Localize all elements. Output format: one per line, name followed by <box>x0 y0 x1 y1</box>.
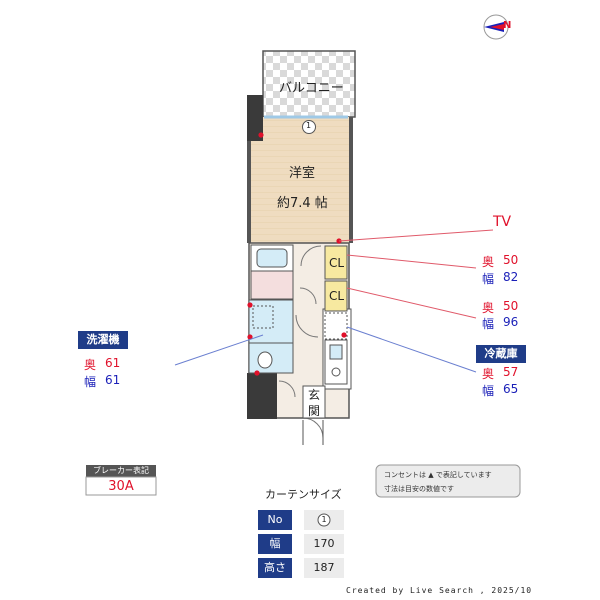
bathtub <box>256 248 288 268</box>
tv-leader <box>338 229 494 242</box>
curtain-height-value: 187 <box>313 561 335 574</box>
washer-depth-label: 奥 <box>84 358 97 372</box>
closet-lower-depth-label: 奥 <box>482 301 495 315</box>
curtain-no-value: 1 <box>321 515 327 524</box>
outlet-marker <box>254 370 260 376</box>
breaker-value: 30A <box>108 479 134 494</box>
closet-lower-leader <box>346 287 477 319</box>
door-swing-3 <box>295 314 319 338</box>
closet-label-lower: CL <box>329 289 345 303</box>
fridge-leader <box>346 326 477 373</box>
tv-label: TV <box>493 214 512 230</box>
compass-icon <box>483 14 509 40</box>
wall-left <box>247 141 251 243</box>
closet-label-upper: CL <box>329 256 345 270</box>
washer-width-label: 幅 <box>84 375 97 389</box>
closet-upper-box <box>324 245 348 280</box>
fridge-depth-value: 57 <box>503 365 519 379</box>
outlet-marker <box>247 334 253 340</box>
outlet-marker <box>247 302 253 308</box>
legend-box <box>375 464 521 498</box>
wall-left-bottom <box>247 373 277 419</box>
closet-upper-width-value: 82 <box>503 270 519 284</box>
washer-depth-value: 61 <box>105 356 121 370</box>
balcony-label: バルコニー <box>279 81 344 96</box>
fridge-depth-label: 奥 <box>482 367 495 381</box>
closet-lower-width-label: 幅 <box>482 317 495 331</box>
stove <box>331 367 341 377</box>
closet-upper-depth-value: 50 <box>503 253 519 267</box>
washer-space <box>252 305 274 329</box>
door-swing-4 <box>278 380 296 398</box>
washer-width-value: 61 <box>105 373 121 387</box>
closet-upper-leader <box>346 254 477 269</box>
closet-lower-width-value: 96 <box>503 315 519 329</box>
breaker-label: ブレーカー表記 <box>93 466 149 475</box>
entrance-label-1: 玄 <box>308 388 321 402</box>
fridge-width-label: 幅 <box>482 384 495 398</box>
main-room-label: 洋室 <box>289 166 316 181</box>
closet-upper-width-label: 幅 <box>482 272 495 286</box>
balcony-area <box>262 50 356 118</box>
curtain-title: カーテンサイズ <box>265 488 342 501</box>
toilet <box>257 351 273 369</box>
door-swing-2 <box>299 287 317 305</box>
washer-leader <box>174 334 264 366</box>
washer-tag: 洗濯機 <box>78 331 128 349</box>
window-marker-circle <box>302 120 316 134</box>
curtain-width-label: 幅 <box>269 537 281 550</box>
closet-lower-box <box>324 280 348 312</box>
window-marker: 1 <box>306 121 312 130</box>
curtain-width-value: 170 <box>313 537 335 550</box>
vanity-area <box>250 270 294 300</box>
fridge-tag: 冷蔵庫 <box>476 345 526 363</box>
main-room-size: 約7.4 帖 <box>277 196 328 211</box>
closet-upper-depth-label: 奥 <box>482 255 495 269</box>
washroom <box>248 299 294 344</box>
legend-line-1: コンセントは ▲ で表記しています <box>384 471 492 479</box>
closet-lower-depth-value: 50 <box>503 299 519 313</box>
curtain-no-circle <box>317 513 331 527</box>
main-room-floor <box>249 117 351 243</box>
legend-line-2: 寸法は目安の数値です <box>384 485 454 493</box>
outlet-marker <box>258 132 264 138</box>
entrance-label-2: 関 <box>308 404 321 418</box>
wall-right <box>349 117 353 243</box>
fridge-width-value: 65 <box>503 382 519 396</box>
wall-left-top <box>247 95 263 141</box>
door-swing-1 <box>300 245 322 267</box>
compass-north-label: N <box>503 20 512 31</box>
sink <box>329 344 343 360</box>
entrance-box <box>302 385 326 419</box>
breaker-value-box <box>85 476 157 496</box>
breaker-label-bg <box>86 465 156 477</box>
curtain-no-label: No <box>267 513 283 526</box>
outlet-marker <box>341 332 347 338</box>
curtain-height-label: 高さ <box>264 561 286 574</box>
credit: Created by Live Search , 2025/10 <box>346 586 533 595</box>
door-swing-5 <box>302 417 324 439</box>
